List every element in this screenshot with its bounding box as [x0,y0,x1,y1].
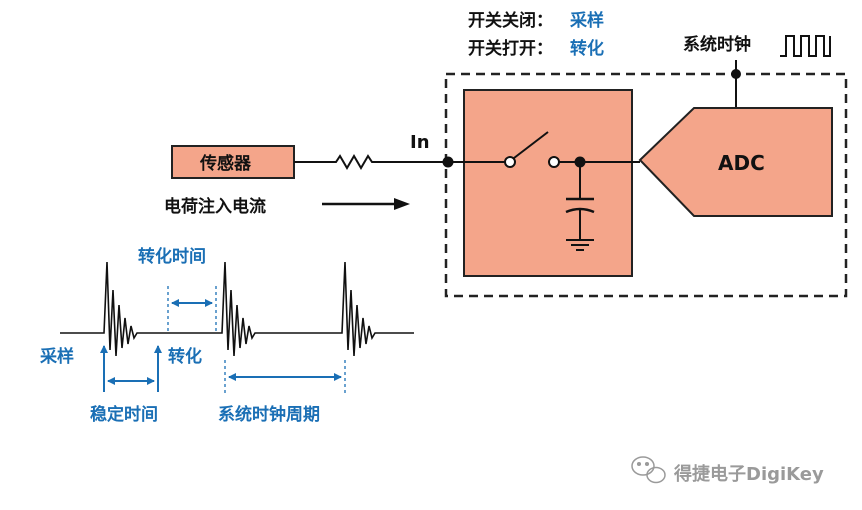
clock-waveform-icon [780,35,831,57]
sensor-label: 传感器 [199,153,252,174]
signal-wire [294,154,505,170]
sensor-block [171,145,295,179]
input-node [442,156,454,168]
adc-label: ADC [718,151,765,175]
settling-time-label: 稳定时间 [90,404,158,425]
input-label: In [410,132,430,153]
charge-current-label: 电荷注入电流 [164,196,266,217]
current-arrowhead-icon [394,198,410,210]
legend-line2-prefix: 开关打开： [468,38,553,59]
sample-label: 采样 [39,346,74,367]
timing-waveform [60,261,414,357]
legend-line1-value: 采样 [569,10,604,31]
convert-label: 转化 [168,346,202,367]
clock-node [731,69,741,79]
chip-boundary [444,72,848,298]
system-clock-label: 系统时钟 [683,34,751,55]
sample-hold-block [463,89,633,277]
switch-contact-right [548,156,560,168]
adc-block [638,107,833,217]
wechat-icon [631,456,666,484]
watermark-text: 得捷电子DigiKey [673,463,824,485]
legend-line2-value: 转化 [570,38,604,59]
switch-blade [513,131,549,159]
conversion-time-label: 转化时间 [138,246,206,267]
legend-line1-prefix: 开关关闭： [468,10,553,31]
switch-contact-left [504,156,516,168]
clock-period-label: 系统时钟周期 [218,404,320,425]
